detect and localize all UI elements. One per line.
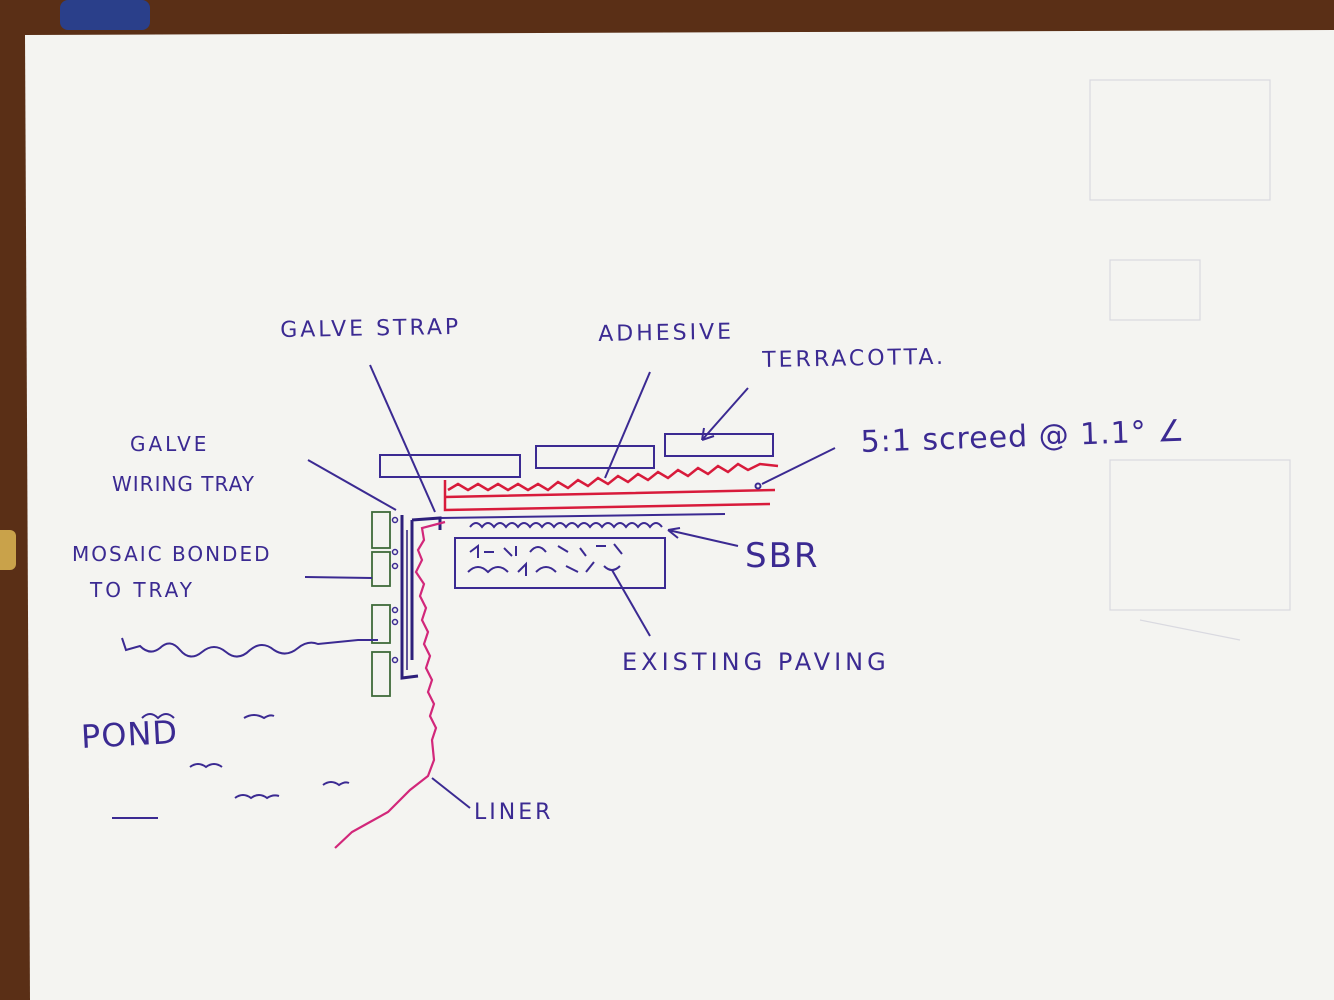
label-sbr: SBR [745, 536, 820, 576]
leader-mosaic [304, 576, 373, 579]
terracotta-tile [535, 445, 655, 469]
leader-existing-paving [611, 569, 651, 637]
liner [334, 520, 446, 849]
label-pond: POND [80, 712, 179, 756]
label-mosaic-line2: TO TRAY [90, 578, 195, 602]
galve-wiring-tray [400, 515, 442, 680]
adhesive-layer [443, 462, 779, 512]
label-existing-paving: EXISTING PAVING [622, 648, 890, 676]
mosaic-tile [371, 651, 391, 697]
label-adhesive: ADHESIVE [598, 319, 735, 347]
pen-top-icon [60, 0, 150, 30]
leader-galve-strap [369, 364, 436, 513]
leader-wiring-tray [307, 459, 397, 511]
mosaic-tiles [371, 511, 391, 697]
mosaic-tile [371, 604, 391, 644]
leader-terracotta [701, 387, 749, 441]
terracotta-tile [379, 454, 521, 478]
leader-adhesive [604, 371, 651, 479]
terracotta-tile [664, 433, 774, 457]
label-mosaic-line1: MOSAIC BONDED [72, 542, 272, 566]
pen-icon [0, 530, 16, 570]
mosaic-tile [371, 511, 391, 549]
screed-layer [443, 480, 776, 512]
sbr-layer [439, 513, 726, 529]
leader-sbr [667, 527, 739, 547]
existing-paving-block [454, 537, 666, 589]
label-terracotta: TERRACOTTA. [762, 344, 947, 373]
mosaic-tile [371, 551, 391, 587]
pond-water [112, 637, 378, 819]
leader-lines [304, 364, 836, 809]
leader-screed [761, 447, 836, 485]
faint-background-sketch [1089, 79, 1291, 641]
label-liner: LINER [474, 800, 554, 825]
label-galve-wiring-tray-line1: GALVE [130, 432, 210, 456]
terracotta-tiles [379, 433, 774, 478]
label-galve-wiring-tray-line2: WIRING TRAY [112, 472, 255, 496]
adhesive-dots [391, 516, 399, 664]
leader-liner [431, 777, 471, 809]
label-galve-strap: GALVE STRAP [280, 314, 462, 343]
